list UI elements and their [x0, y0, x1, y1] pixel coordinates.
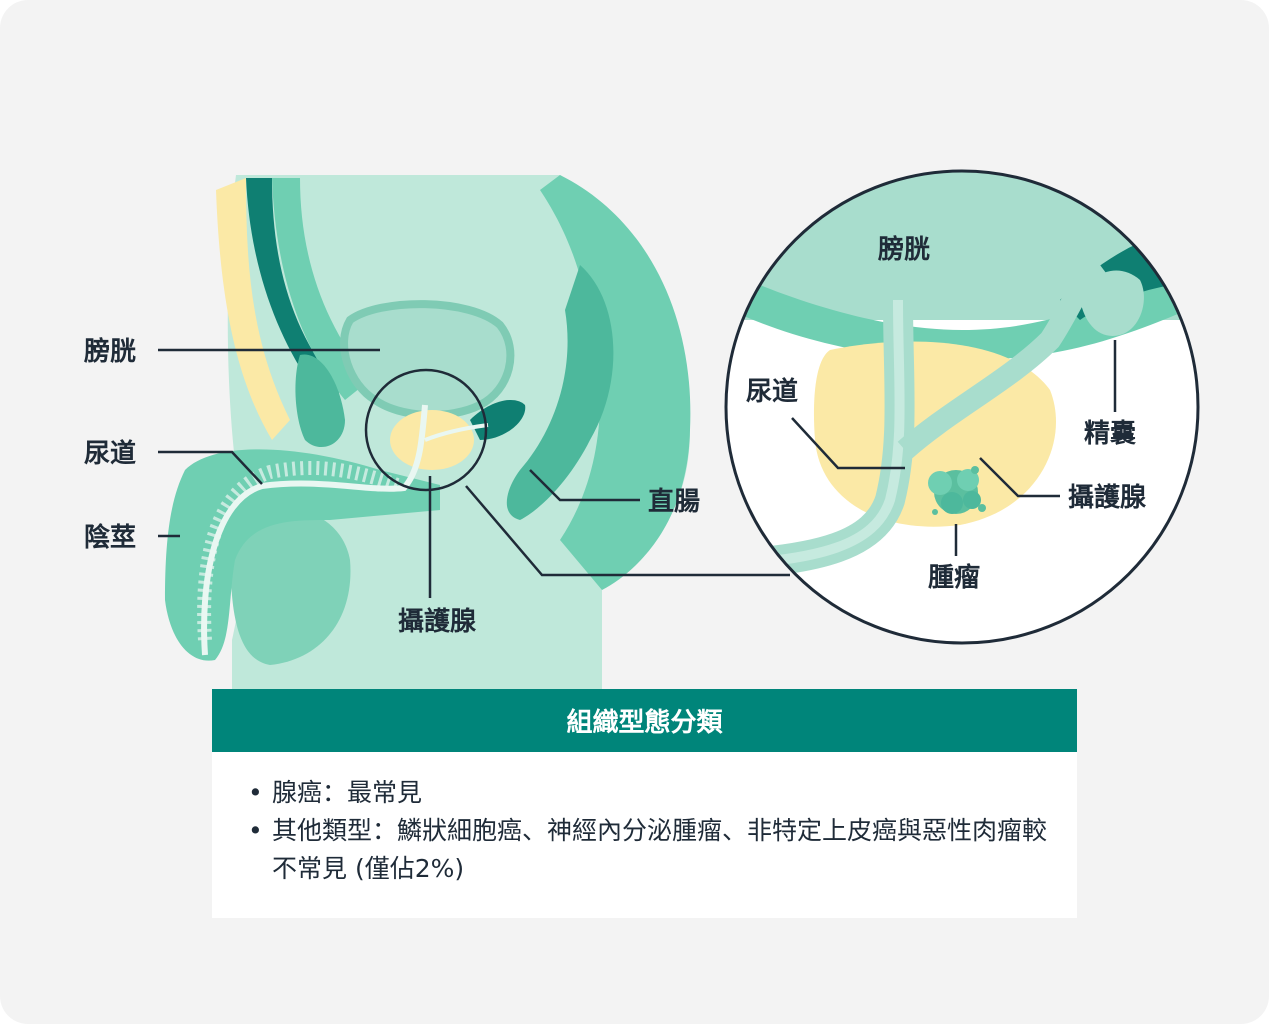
label-urethra: 尿道 [84, 438, 136, 469]
zoom-label-tumor: 腫瘤 [928, 562, 980, 593]
zoom-label-seminal-vesicle: 精囊 [1084, 419, 1136, 449]
label-prostate: 攝護腺 [398, 606, 477, 637]
zoom-circle-border [724, 169, 1200, 645]
sagittal-anatomy [165, 175, 691, 690]
zoom-bladder-wall [726, 262, 1198, 360]
label-rectum: 直腸 [648, 487, 700, 517]
main-leader-lines [158, 348, 640, 598]
zoom-selection-ring [364, 368, 488, 492]
abdominal-wall-dark [246, 178, 340, 410]
urethra-main [201, 404, 428, 656]
zoom-seminal-vesicle [1080, 270, 1144, 336]
classification-panel-title: 組織型態分類 [212, 689, 1077, 752]
tumor-cluster [928, 466, 986, 515]
zoom-label-prostate: 攝護腺 [1068, 482, 1147, 513]
classification-panel-body: 腺癌：最常見 其他類型：鱗狀細胞癌、神經內分泌腫瘤、非特定上皮癌與惡性肉瘤較不常… [212, 752, 1077, 918]
urethra-branch [424, 423, 489, 442]
list-item: 其他類型：鱗狀細胞癌、神經內分泌腫瘤、非特定上皮癌與惡性肉瘤較不常見 (僅佔2%… [248, 812, 1053, 888]
label-penis: 陰莖 [84, 522, 136, 553]
pubic-fat-layer [216, 178, 290, 440]
rectum [506, 265, 614, 520]
prostate-main [390, 410, 474, 470]
scrotum [230, 507, 351, 665]
zoom-ejaculatory-duct [897, 256, 1108, 459]
label-bladder: 膀胱 [83, 336, 136, 367]
zoom-leader-lines [791, 340, 1117, 556]
zoom-label-urethra: 尿道 [746, 376, 798, 407]
buttock [540, 175, 691, 590]
bladder [340, 300, 515, 420]
penis-shaft-ribs [197, 461, 403, 641]
zoom-label-bladder: 膀胱 [877, 234, 930, 265]
list-item: 腺癌：最常見 [248, 774, 1053, 812]
abdominal-wall-green [272, 178, 370, 400]
pubic-bone [295, 354, 345, 448]
classification-list: 腺癌：最常見 其他類型：鱗狀細胞癌、神經內分泌腫瘤、非特定上皮癌與惡性肉瘤較不常… [248, 774, 1053, 888]
zoom-connector-line [465, 485, 790, 577]
zoom-urethra-highlight [726, 299, 905, 570]
